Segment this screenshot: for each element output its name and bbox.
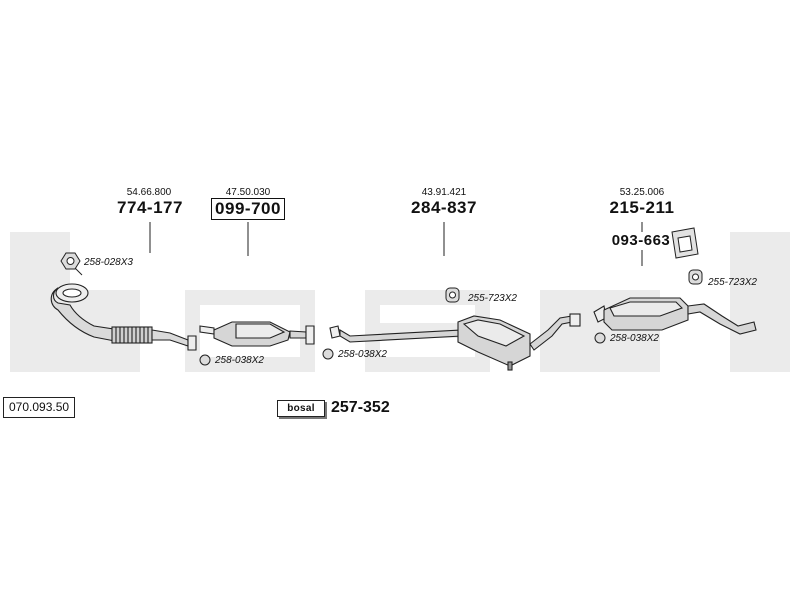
fitting-kit-number[interactable]: 257-352 — [331, 399, 390, 416]
gasket-icon — [322, 348, 334, 360]
part-number[interactable]: 774-177 — [117, 198, 183, 217]
callout-gasket: 258-038X2 — [610, 333, 659, 344]
hanger-part-number[interactable]: 093-663 — [611, 232, 671, 249]
callout-rubber-mount: 255-723X2 — [708, 277, 757, 288]
part-number[interactable]: 284-837 — [411, 198, 477, 217]
part-number-boxed[interactable]: 099-700 — [211, 198, 285, 220]
oe-reference: 47.50.030 — [225, 187, 271, 198]
callout-gasket: 258-038X2 — [338, 349, 387, 360]
centre-silencer — [329, 313, 581, 371]
callout-nut: 258-028X3 — [84, 257, 133, 268]
catalytic-converter — [199, 321, 315, 347]
callout-gasket: 258-038X2 — [215, 355, 264, 366]
part-number[interactable]: 215-211 — [609, 198, 675, 217]
oe-reference: 54.66.800 — [126, 187, 172, 198]
gasket-icon — [199, 354, 211, 366]
front-pipe — [50, 283, 197, 351]
gasket-icon — [594, 332, 606, 344]
bosal-logo: bosal — [277, 400, 325, 417]
rear-silencer — [593, 297, 757, 335]
oe-reference: 43.91.421 — [421, 187, 467, 198]
oe-reference: 53.25.006 — [619, 187, 665, 198]
callout-rubber-mount: 255-723X2 — [468, 293, 517, 304]
diagram-number: 070.093.50 — [3, 397, 76, 418]
